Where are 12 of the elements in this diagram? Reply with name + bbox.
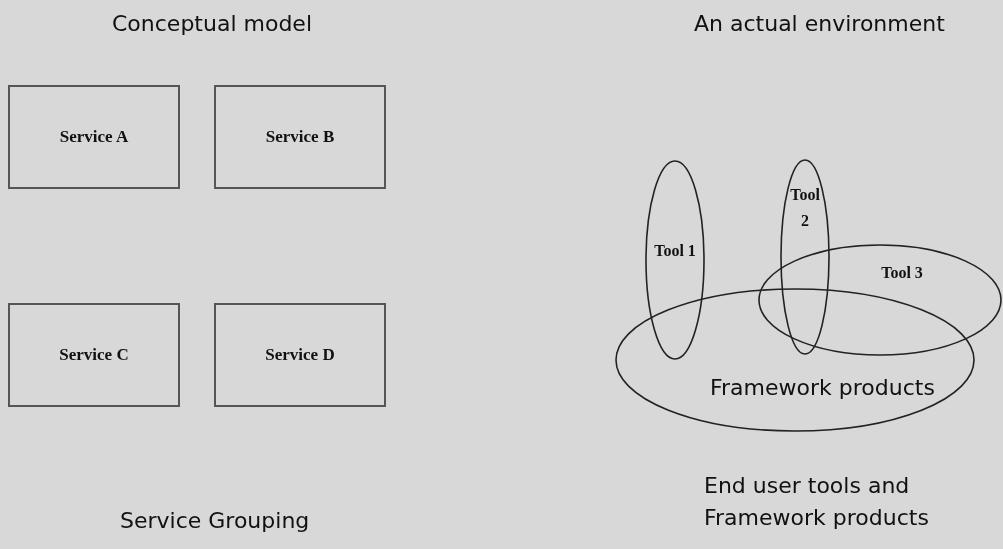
caption: End user tools and Framework products [704,472,930,532]
service-box: Service A [8,85,180,189]
tool-label: Tool 2 [789,185,821,231]
heading: An actual environment [694,10,946,38]
service-box: Service D [214,303,386,407]
service-box: Service B [214,85,386,189]
tool-label: Tool 1 [653,241,697,261]
tool-label: Tool 3 [880,263,924,283]
service-box: Service C [8,303,180,407]
heading: Conceptual model [112,10,314,38]
caption: Service Grouping [120,507,311,535]
framework-label: Framework products [710,375,936,400]
